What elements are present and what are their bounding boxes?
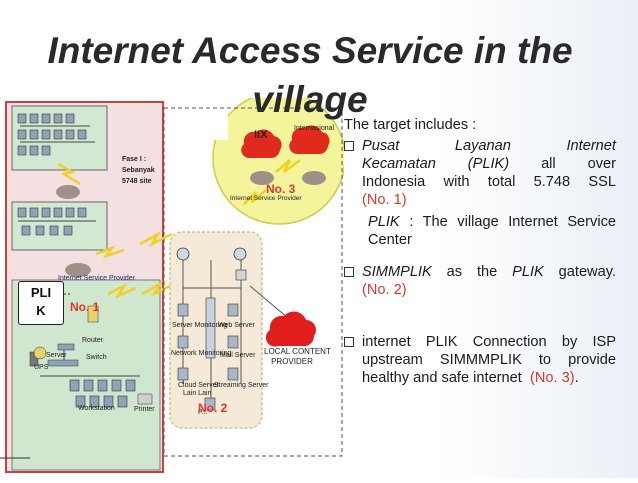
bullet-plik: Pusat Layanan Internet Kecamatan (PLIK) … — [344, 137, 616, 209]
server-label: Server — [46, 352, 67, 359]
bottom-partial-label: P... — [198, 409, 208, 416]
checkbox-bullet-icon — [344, 337, 354, 347]
streaming-server-label: Streaming Server — [214, 382, 269, 389]
fase-line3: 5748 site — [122, 178, 152, 185]
cloud-server-label: Cloud Server — [178, 382, 219, 389]
plik-box: PLI K — [18, 281, 64, 325]
isp-left-label: Internet Service Provider — [58, 275, 136, 282]
local-content-line1: LOCAL CONTENT — [264, 347, 331, 356]
switch-label: Switch — [86, 354, 107, 361]
plik-box-line2: K — [36, 303, 46, 318]
checkbox-bullet-icon — [344, 141, 354, 151]
mail-server-label: Mail Server — [220, 352, 256, 359]
bullet-plik-ref: (No. 1) — [362, 192, 407, 208]
lain-lain-label: Lain Lain — [183, 390, 212, 397]
plik-box-line1: PLI — [30, 285, 52, 300]
server-monitoring-label: Server Monitoring — [172, 322, 228, 329]
bullet-plik-line3: Indonesia with total 5.748 SSL — [362, 174, 616, 190]
bullet-connection-ref: (No. 3) — [529, 370, 575, 386]
top-computers-icon — [17, 113, 87, 156]
isp-top-label: Internet Service Provider — [230, 195, 302, 202]
local-content-line2: PROVIDER — [271, 357, 313, 366]
network-diagram: Fase I : Sebanyak 5748 site IIX Internas… — [0, 91, 346, 478]
background-decoration — [438, 0, 638, 478]
checkbox-bullet-icon — [344, 267, 354, 277]
internasional-label: Internasional — [294, 125, 335, 132]
plik-definition: PLIK : The village Internet Service Cent… — [368, 214, 616, 248]
fase-line1: Fase I : — [122, 156, 147, 163]
no3-label: No. 3 — [266, 182, 296, 196]
network-diagram-graphic — [0, 91, 346, 473]
no2-label: No. 2 — [198, 401, 228, 415]
printer-label: Printer — [134, 406, 155, 413]
fase-line2: Sebanyak — [122, 167, 155, 174]
bullet-simmplik-ref: (No. 2) — [362, 282, 407, 298]
workstation-label: Workstation — [78, 405, 115, 412]
slide-title-line2: village — [252, 79, 368, 120]
bullet-plik-line1: Pusat Layanan Internet — [362, 138, 616, 154]
local-content-label: LOCAL CONTENT PROVIDER — [264, 347, 331, 367]
intro-text: The target includes : — [344, 117, 477, 133]
slide-title: Internet Access Service in the — [47, 30, 573, 71]
bullet-simmplik: SIMMPLIK as the PLIK gateway. (No. 2) — [344, 263, 616, 299]
network-monitoring-label: Network Monitoring — [171, 350, 232, 357]
no1-label: No. 1 — [70, 300, 100, 314]
web-server-label: Web Server — [218, 322, 255, 329]
iix-label: IIX — [254, 129, 268, 141]
ups-label: UPS — [34, 364, 49, 371]
bullet-connection: internet PLIK Connection by ISP upstream… — [344, 333, 616, 387]
router-label: Router — [82, 337, 104, 344]
bullet-plik-line2: Kecamatan (PLIK) all over — [362, 156, 616, 172]
fase-label: Fase I : Sebanyak 5748 site — [122, 154, 155, 187]
